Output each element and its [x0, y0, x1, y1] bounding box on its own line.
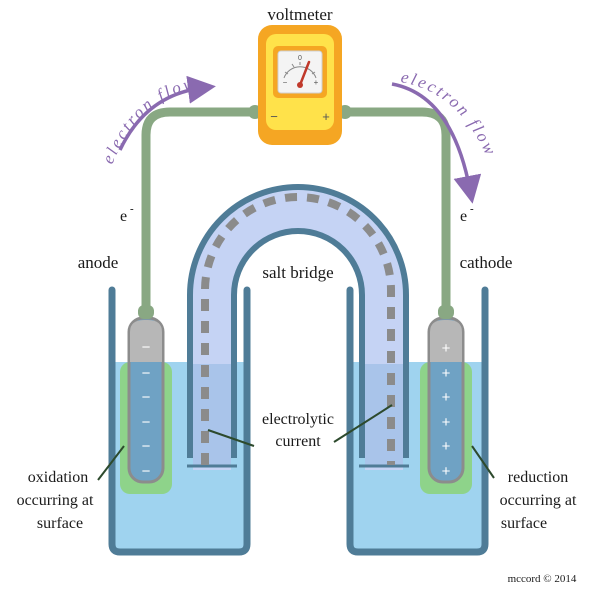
- electron-charge-right: -: [470, 203, 474, 215]
- oxidation-label-line2: occurring at: [17, 492, 94, 509]
- electron-flow-arrow-right: [391, 82, 482, 204]
- beaker-left: [108, 286, 251, 556]
- voltmeter-label: voltmeter: [267, 5, 332, 24]
- reduction-label-line1: reduction: [508, 469, 568, 486]
- dial-zero: 0: [298, 55, 302, 62]
- oxidation-pointer: [97, 445, 125, 481]
- ion-flow-dashes: [201, 193, 395, 465]
- wire-left: [141, 107, 262, 312]
- electrolytic-pointer-right: [333, 404, 393, 443]
- electrolytic-label-line2: current: [275, 433, 321, 450]
- anode-sign: −: [142, 339, 151, 356]
- cathode-sign: +: [442, 340, 451, 357]
- salt-bridge-fill: [193, 190, 403, 470]
- electron-symbol-left: e: [120, 208, 127, 225]
- voltmeter-needle: [298, 60, 311, 87]
- cathode-label: cathode: [460, 253, 513, 272]
- oxidation-label-line3: surface: [37, 515, 83, 532]
- dial-minus: −: [283, 78, 288, 87]
- voltmeter-dial: [277, 50, 323, 94]
- wire-right: [338, 107, 451, 312]
- reduction-label-line2: occurring at: [500, 492, 577, 509]
- voltmeter-minus-terminal: −: [270, 109, 278, 124]
- reduction-pointer: [471, 445, 495, 479]
- anode-sign: −: [142, 463, 151, 480]
- cathode-sign: +: [442, 389, 451, 406]
- electron-symbol-right: e: [460, 208, 467, 225]
- beaker-right: [346, 286, 489, 556]
- voltmeter-plus-terminal: +: [322, 109, 330, 124]
- electron-flow-arrow-left: [118, 75, 216, 151]
- salt-bridge-submerged: [193, 364, 403, 465]
- anode-sign: −: [142, 414, 151, 431]
- voltmeter-scale: [283, 66, 317, 79]
- salt-bridge-label: salt bridge: [262, 263, 333, 282]
- dial-plus: +: [314, 78, 319, 87]
- anode-label: anode: [78, 253, 119, 272]
- cathode-sign: +: [442, 414, 451, 431]
- cathode-sign: +: [442, 438, 451, 455]
- cathode-connector: [438, 305, 454, 319]
- cathode-sign: +: [442, 463, 451, 480]
- anode-electrode-top: [130, 320, 162, 362]
- anode-sign: −: [142, 438, 151, 455]
- voltmeter-pivot: [297, 82, 303, 88]
- electrolytic-pointer-left: [207, 429, 255, 447]
- reduction-label-line3: surface: [501, 515, 547, 532]
- cathode-sign: +: [442, 365, 451, 382]
- cathode-electrode-top: [430, 320, 462, 362]
- anode-sign: −: [142, 365, 151, 382]
- oxidation-label-line1: oxidation: [28, 469, 88, 486]
- anode-sign: −: [142, 389, 151, 406]
- anode-connector: [138, 305, 154, 319]
- credit-text: mccord © 2014: [508, 573, 577, 585]
- electrolytic-label-line1: electrolytic: [262, 411, 334, 428]
- electron-charge-left: -: [130, 203, 134, 215]
